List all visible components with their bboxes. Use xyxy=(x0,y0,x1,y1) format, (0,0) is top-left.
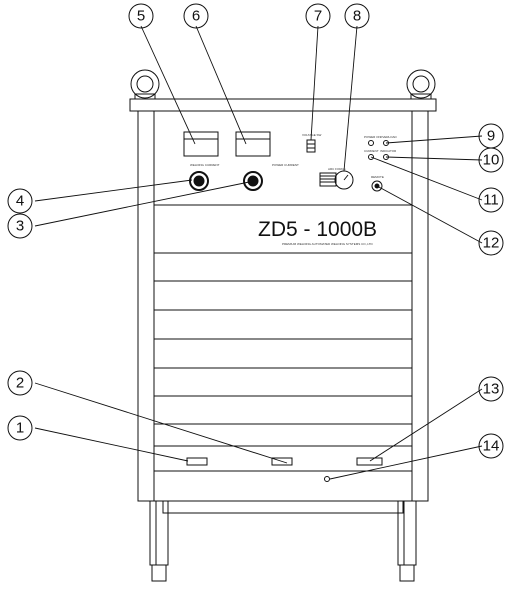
model-tagline: PREMIUM WELDING AUTOMATED WELDING SYSTEM… xyxy=(282,242,374,246)
label-voltage-switch: VOLTAGE SW xyxy=(302,133,322,137)
model-name: ZD5 - 1000B xyxy=(258,218,377,241)
label-indicator: INDICATOR xyxy=(380,149,397,153)
callout-10: 10 xyxy=(483,152,500,169)
callout-4: 4 xyxy=(16,193,24,210)
callout-8: 8 xyxy=(353,8,361,25)
output-terminal-2 xyxy=(271,457,293,466)
label-power-current: POWER CURRENT xyxy=(272,163,299,167)
callout-circles xyxy=(7,3,504,459)
output-terminal-1 xyxy=(186,457,208,466)
callout-1: 1 xyxy=(16,420,24,437)
lifting-eye-right xyxy=(406,69,436,100)
indicator-light-power-on xyxy=(368,140,374,146)
callout-13: 13 xyxy=(483,381,500,398)
welding-current-meter xyxy=(183,131,219,157)
callout-3: 3 xyxy=(16,218,24,235)
voltage-switch xyxy=(306,139,316,153)
callout-14: 14 xyxy=(483,438,500,455)
callout-5: 5 xyxy=(137,8,145,25)
leg-right xyxy=(397,500,417,582)
top-cap xyxy=(129,98,437,112)
power-current-meter xyxy=(235,131,271,157)
label-arc-force: ARC FORCE xyxy=(328,167,346,171)
output-terminal-13 xyxy=(356,457,383,466)
callout-9: 9 xyxy=(487,128,495,145)
leg-left xyxy=(149,500,169,582)
label-overload: OVERLOAD xyxy=(380,135,398,139)
callout-6: 6 xyxy=(192,8,200,25)
front-panel xyxy=(153,110,413,502)
callout-12: 12 xyxy=(483,235,500,252)
label-welding-current: WELDING CURRENT xyxy=(190,163,220,167)
indicator-light-current xyxy=(368,154,374,160)
welding-current-knob xyxy=(189,171,209,191)
cabinet-body xyxy=(137,110,429,502)
callout-2: 2 xyxy=(16,375,24,392)
ground-screw xyxy=(324,476,330,482)
louver-panels xyxy=(154,204,412,472)
arc-force-selector xyxy=(319,170,354,190)
callout-7: 7 xyxy=(314,8,322,25)
label-current: CURRENT xyxy=(364,149,379,153)
label-power-on: POWER ON xyxy=(364,135,381,139)
leader-lines xyxy=(34,25,483,480)
lifting-eye-left xyxy=(130,69,160,100)
callout-11: 11 xyxy=(483,192,499,209)
label-remote: REMOTE xyxy=(371,175,384,179)
base-frame xyxy=(162,500,404,514)
